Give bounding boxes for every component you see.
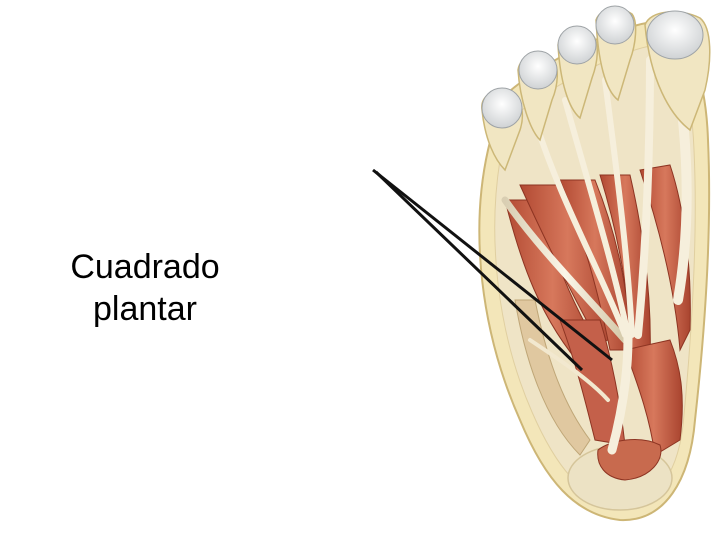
flexor-tendons: [501, 55, 692, 455]
structure-label: Cuadrado plantar: [40, 246, 250, 330]
pointer-lines: [372, 168, 613, 372]
label-line-1: Cuadrado: [70, 248, 220, 286]
label-line-2: plantar: [93, 290, 197, 328]
toes: [481, 5, 711, 172]
